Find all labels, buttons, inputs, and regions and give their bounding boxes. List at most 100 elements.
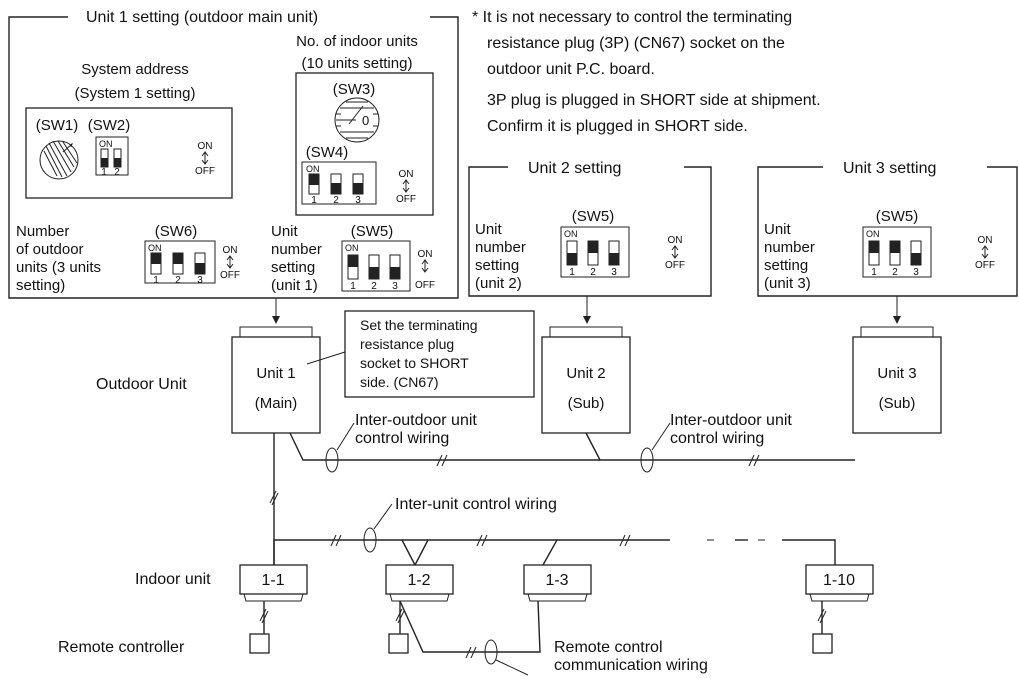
unit3-title: Unit 3 setting (843, 160, 936, 177)
sw6-num-2: 2 (175, 275, 181, 286)
sw4-on-label: ON (306, 164, 320, 174)
unit2-setting-panel: Unit 2 setting Unit number setting (unit… (468, 160, 712, 297)
inter-outdoor-l2-b: control wiring (670, 430, 764, 447)
unit3-sw5-dip-switch[interactable]: ON 1 2 3 (862, 226, 932, 278)
indoor-unit-1-3[interactable]: 1-3 (523, 564, 592, 602)
unit1-setting-panel: Unit 1 setting (outdoor main unit) Syste… (8, 9, 459, 299)
sw6-label: (SW6) (155, 223, 198, 240)
sw3-label: (SW3) (333, 81, 376, 98)
unit1-sw5-on-label: ON (345, 243, 359, 253)
outdoor-count-l1: Number (16, 223, 69, 240)
unit3-sw5-num-3: 3 (913, 267, 919, 278)
on-label: ON (668, 235, 683, 246)
sw4-dip-switch[interactable]: ON 1 2 3 (301, 161, 377, 206)
sw6-num-3: 3 (197, 275, 203, 286)
terminating-l4: side. (CN67) (360, 374, 439, 390)
inter-unit-wiring (269, 433, 836, 566)
sw2-dip-switch[interactable]: ON 1 2 (95, 136, 129, 178)
unit2-sw5-on-off-indicator: ON OFF (665, 235, 685, 271)
sw3-rotary-switch[interactable]: 0 (334, 97, 380, 143)
terminating-l3: socket to SHORT (360, 355, 469, 371)
note-line1: * It is not necessary to control the ter… (472, 9, 792, 26)
outdoor-count-l4: setting) (16, 277, 65, 294)
outdoor-unit-3-name: Unit 3 (877, 365, 916, 382)
unit3-sw5-label: (SW5) (876, 208, 919, 225)
on-label: ON (399, 169, 414, 180)
terminating-l1: Set the terminating (360, 317, 478, 333)
unit3-setting-panel: Unit 3 setting Unit number setting (unit… (757, 160, 1018, 297)
outdoor-unit-label: Outdoor Unit (96, 376, 187, 393)
sw4-num-2: 2 (333, 195, 339, 206)
note-line3: outdoor unit P.C. board. (487, 61, 655, 78)
unit1-title: Unit 1 setting (outdoor main unit) (86, 9, 318, 26)
on-label: ON (198, 141, 213, 152)
terminating-l2: resistance plug (360, 336, 454, 352)
note-line2: resistance plug (3P) (CN67) socket on th… (487, 35, 785, 52)
remote-control-wiring (259, 600, 827, 676)
unit2-sw5-num-2: 2 (590, 267, 596, 278)
outdoor-count-l2: of outdoor (16, 241, 84, 258)
unit1-number-l1: Unit (271, 223, 299, 240)
indoor-setting-label: (10 units setting) (302, 55, 413, 72)
inter-outdoor-l1-b: Inter-outdoor unit (670, 412, 792, 429)
outdoor-unit-2[interactable]: Unit 2 (Sub) (541, 326, 631, 434)
unit1-sw5-num-2: 2 (371, 281, 377, 292)
off-label: OFF (975, 260, 995, 271)
outdoor-unit-3-role: (Sub) (879, 395, 916, 412)
sw4-num-1: 1 (311, 195, 317, 206)
outdoor-unit-3[interactable]: Unit 3 (Sub) (852, 326, 942, 434)
panel-pointer-arrows (272, 296, 901, 324)
unit1-sw5-on-off-indicator: ON OFF (415, 249, 435, 291)
sw1-label: (SW1) (36, 117, 79, 134)
unit2-number-l4: (unit 2) (475, 275, 522, 292)
indoor-unit-1-2[interactable]: 1-2 (385, 564, 454, 602)
outdoor-unit-2-role: (Sub) (568, 395, 605, 412)
indoor-unit-1-10[interactable]: 1-10 (805, 564, 874, 602)
unit1-number-l3: setting (271, 259, 315, 276)
unit3-number-l1: Unit (764, 221, 792, 238)
outdoor-count-l3: units (3 units (16, 259, 101, 276)
unit1-sw5-num-1: 1 (350, 281, 356, 292)
remote-controller-3[interactable] (812, 633, 833, 654)
remote-controller-1[interactable] (249, 633, 270, 654)
unit2-number-l2: number (475, 239, 526, 256)
indoor-unit-label: Indoor unit (135, 571, 211, 588)
unit3-sw5-num-1: 1 (871, 267, 877, 278)
unit3-sw5-on-off-indicator: ON OFF (975, 235, 995, 271)
inter-outdoor-l2-a: control wiring (355, 430, 449, 447)
sw2-on-label: ON (99, 139, 113, 149)
unit2-title: Unit 2 setting (528, 160, 621, 177)
off-label: OFF (665, 260, 685, 271)
sw4-on-off-indicator: ON OFF (396, 169, 416, 205)
unit3-sw5-num-2: 2 (892, 267, 898, 278)
sw6-on-label: ON (148, 243, 162, 253)
off-label: OFF (195, 166, 215, 177)
sw1-rotary-switch[interactable] (39, 140, 79, 180)
shipment-note: * It is not necessary to control the ter… (472, 9, 821, 135)
inter-outdoor-wiring (289, 422, 855, 473)
unit2-sw5-on-label: ON (564, 229, 578, 239)
indoor-count-label: No. of indoor units (296, 33, 418, 50)
sw2-num-2: 2 (114, 167, 120, 178)
remote-controller-label: Remote controller (58, 639, 185, 656)
unit1-sw5-label: (SW5) (351, 223, 394, 240)
unit1-number-l4: (unit 1) (271, 277, 318, 294)
unit2-sw5-label: (SW5) (572, 208, 615, 225)
remote-controller-2[interactable] (388, 633, 409, 654)
unit2-sw5-dip-switch[interactable]: ON 1 2 3 (560, 226, 630, 278)
sw6-num-1: 1 (153, 275, 159, 286)
sw2-label: (SW2) (88, 117, 131, 134)
off-label: OFF (396, 194, 416, 205)
sw6-dip-switch[interactable]: ON 1 2 3 (144, 240, 216, 286)
indoor-unit-1-3-label: 1-3 (545, 572, 568, 589)
unit2-number-l1: Unit (475, 221, 503, 238)
unit2-sw5-num-3: 3 (611, 267, 617, 278)
unit1-sw5-dip-switch[interactable]: ON 1 2 3 (341, 240, 411, 292)
sw2-on-off-indicator: ON OFF (195, 141, 215, 177)
unit2-sw5-num-1: 1 (569, 267, 575, 278)
indoor-unit-1-1[interactable]: 1-1 (239, 564, 308, 602)
unit3-number-l4: (unit 3) (764, 275, 811, 292)
outdoor-unit-1[interactable]: Unit 1 (Main) (231, 326, 321, 434)
indoor-unit-1-10-label: 1-10 (823, 572, 855, 589)
